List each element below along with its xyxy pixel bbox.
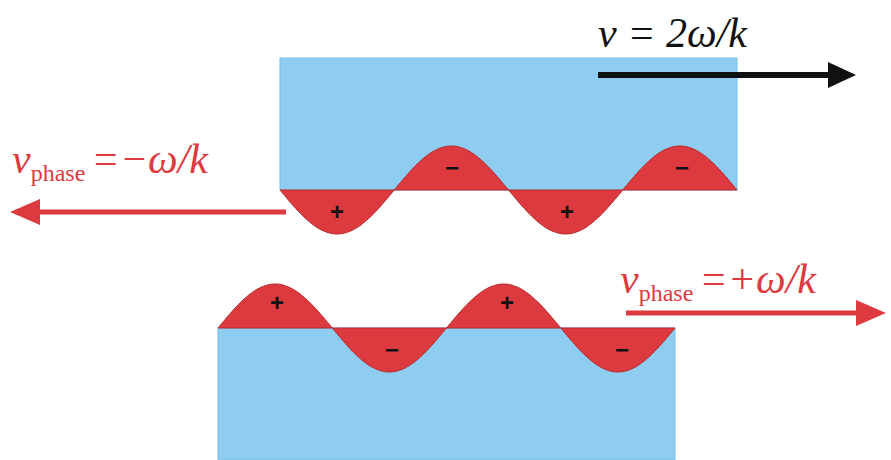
velocity-label: vphase=−ω/k	[12, 138, 208, 180]
subscript: phase	[639, 281, 694, 305]
charge-sign: −	[445, 156, 459, 180]
velocity-value: =−ω/k	[91, 138, 208, 180]
charge-sign: −	[385, 338, 399, 362]
arrow-head	[828, 62, 856, 88]
velocity-label: vphase=+ω/k	[620, 258, 816, 300]
charge-sign: −	[675, 156, 689, 180]
charge-sign: +	[560, 200, 574, 224]
velocity-arrow	[598, 72, 832, 78]
charge-wave	[218, 284, 675, 372]
charge-sign: +	[270, 291, 284, 315]
velocity-symbol: v	[12, 138, 31, 180]
subscript: phase	[31, 161, 86, 185]
velocity-label: v = 2ω/k	[598, 12, 747, 54]
phase-arrow	[626, 311, 860, 316]
velocity-value: =+ω/k	[699, 258, 816, 300]
charge-sign: −	[615, 338, 629, 362]
arrow-head	[856, 300, 886, 326]
charge-sign: +	[500, 291, 514, 315]
phase-arrow	[36, 210, 286, 215]
charge-wave	[280, 146, 737, 234]
charge-sign: +	[330, 200, 344, 224]
arrow-head	[10, 199, 40, 225]
velocity-symbol: v	[620, 258, 639, 300]
